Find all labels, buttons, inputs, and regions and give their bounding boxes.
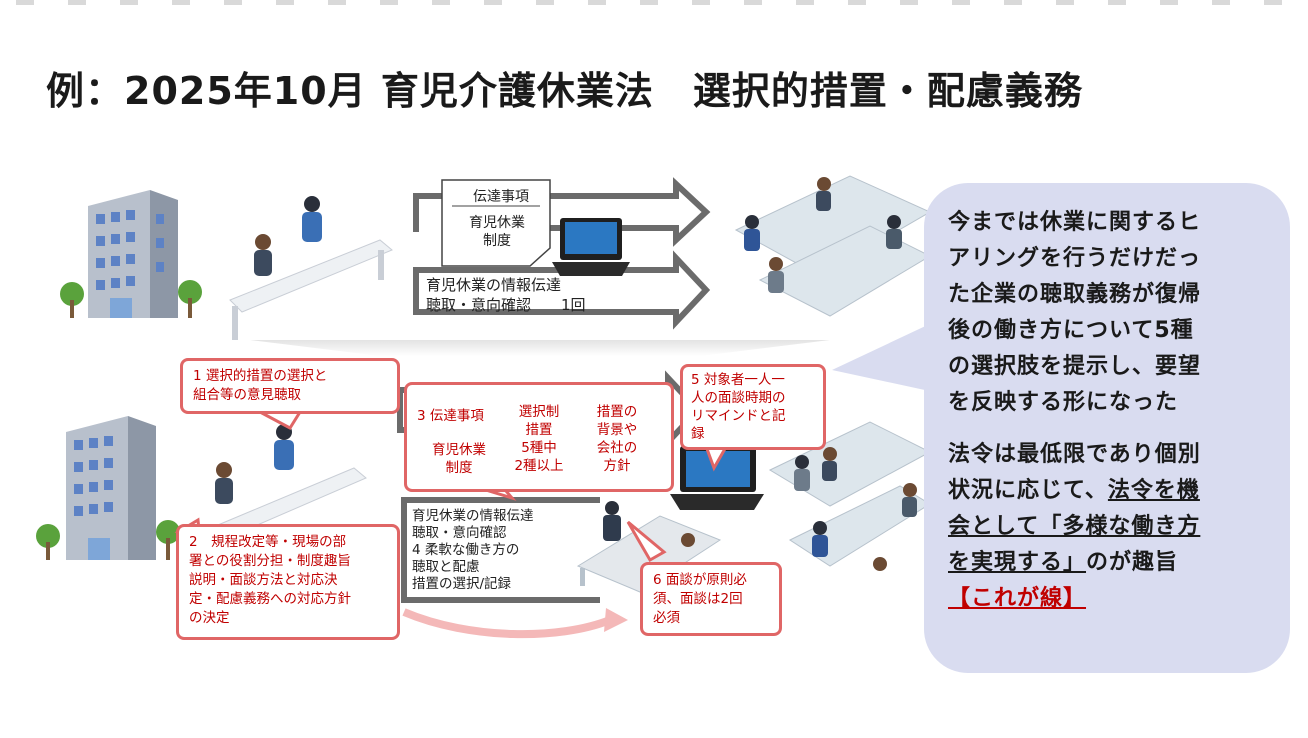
doc-card-body: 育児休業 制度 [469,215,525,249]
office-workers-icon [734,175,932,317]
callout-2: 2 規程改定等・現場の部 署との役割分担・制度趣旨 説明・面談方法と対応決 定・… [176,524,400,640]
document-card-icon [441,179,551,267]
laptop-icon-2 [670,446,764,510]
callout-3: 3 伝達事項 育児休業 制度 選択制 措置 5種中 2種以上 措置の 背景や 会… [404,382,674,492]
bottom-arrow-text: 育児休業の情報伝達 聴取・意向確認 4 柔軟な働き方の 聴取と配慮 措置の選択/… [412,508,534,592]
box3-col3: 措置の 背景や 会社の 方針 [596,404,638,474]
page-title: 例：2025年10月 育児介護休業法 選択的措置・配慮義務 [46,69,1083,113]
pink-arrow [402,608,612,639]
callout-6: 6 面談が原則必 須、面談は2回 必須 [640,562,782,636]
speech-para-1: 今までは休業に関するヒ アリングを行うだけだっ た企業の聴取義務が復帰 後の働き… [948,210,1202,415]
speech-para-2b: 法令を機 [1107,478,1200,503]
top-arrow-2 [413,250,711,330]
speech-bubble-tail [832,322,934,392]
callout-5: 5 対象者一人一 人の面談時期の リマインドと記 録 [680,364,826,450]
meeting-scene-icon-2 [205,424,367,543]
speech-para-2a: 法令は最低限であり個別 状況に応じて、 [948,442,1201,503]
office-building-icon-2 [36,416,180,560]
bottom-arrow-2 [401,497,600,603]
top-arrow-text-1: 育児休業の情報伝達 [426,276,562,294]
speech-red-note: 【これが線】 [948,586,1087,611]
speech-para-2: 法令は最低限であり個別 状況に応じて、法令を機 会として「多様な働き方 を実現す… [948,437,1266,617]
doc-card-title: 伝達事項 [473,189,529,205]
speech-para-2c: 会として「多様な働き方 を実現する」 [948,514,1201,575]
box3-col1-body: 育児休業 制度 [432,442,486,476]
box3-col2: 選択制 措置 5種中 2種以上 [514,404,564,474]
office-building-icon [60,190,202,318]
pink-arrowhead [604,608,628,632]
laptop-icon [552,218,630,276]
callout-1: 1 選択的措置の選択と 組合等の意見聴取 [180,358,400,414]
box3-col1-title: 3 伝達事項 [417,408,484,424]
top-decoration [0,0,1308,6]
callout6-tail [626,520,667,563]
speech-para-2d: のが趣旨 [1086,550,1179,575]
top-arrow-text-2: 聴取・意向確認 1回 [426,296,586,314]
speech-bubble: 今までは休業に関するヒ アリングを行うだけだっ た企業の聴取義務が復帰 後の働き… [924,183,1290,673]
floor-separator [250,340,830,356]
meeting-scene-icon [229,196,393,340]
